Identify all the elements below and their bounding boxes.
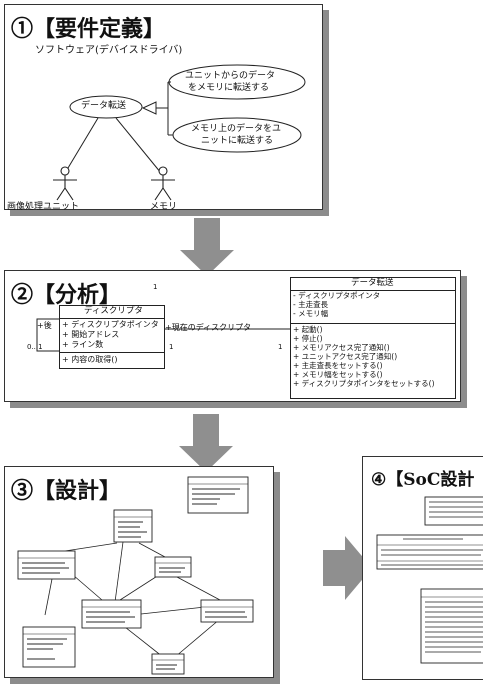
arrow-down-1 xyxy=(180,218,234,276)
class-descriptor-name: ディスクリプタ xyxy=(84,306,143,316)
generalization-arrow xyxy=(141,81,173,136)
design-box-bottom xyxy=(151,653,185,675)
requirements-panel: ①【要件定義】 ソフトウェア(デバイスドライバ) xyxy=(4,4,323,212)
usecase-a-line1: ユニットからのデータ xyxy=(185,71,276,81)
design-title: ③【設計】 xyxy=(11,478,122,504)
soc-box-top xyxy=(424,496,483,526)
mult-right: 1 xyxy=(278,343,283,351)
class-transfer-op-6: + ディスクリプタポインタをセットする() xyxy=(293,379,435,388)
design-box-right xyxy=(154,556,192,578)
soc-box-bottom xyxy=(420,588,483,664)
design-box-bottom-left xyxy=(22,626,76,668)
class-descriptor-attr-0: + ディスクリプタポインタ xyxy=(62,320,159,329)
self-role-label: +後 xyxy=(37,321,52,330)
arrow-down-2 xyxy=(179,414,233,472)
actor-image-unit-icon xyxy=(53,166,77,201)
design-class-diagram xyxy=(17,476,254,675)
class-transfer-attr-2: - メモリ幅 xyxy=(293,309,329,318)
class-descriptor-attr-2: + ライン数 xyxy=(62,340,104,349)
design-box-far-right xyxy=(200,599,254,623)
class-transfer-op-5: + メモリ幅をセットする() xyxy=(293,370,383,379)
usecase-b-line2: ニットに転送する xyxy=(201,136,274,146)
association-line-right xyxy=(115,117,162,174)
arrow-right-3 xyxy=(323,536,372,600)
usecase-a-line2: をメモリに転送する xyxy=(188,83,270,93)
soc-design-panel: ④【SoC設計 xyxy=(362,456,483,680)
class-transfer-attr-0: - ディスクリプタポインタ xyxy=(293,291,381,300)
requirements-title: ①【要件定義】 xyxy=(11,16,166,42)
class-transfer-op-3: + ユニットアクセス完了通知() xyxy=(293,352,398,361)
analysis-title: ②【分析】 xyxy=(11,282,122,308)
class-transfer-attr-1: - 主走査長 xyxy=(293,300,329,309)
usecase-b-line1: メモリ上のデータをユ xyxy=(191,124,282,134)
actor-right-label: メモリ xyxy=(150,202,178,212)
class-transfer-op-1: + 停止() xyxy=(293,334,323,343)
actor-left-label: 画像処理ユニット xyxy=(7,202,80,212)
class-data-transfer: データ転送 - ディスクリプタポインタ - 主走査長 - メモリ幅 + 起動()… xyxy=(290,277,456,399)
soc-design-diagram xyxy=(376,496,483,664)
class-transfer-name: データ転送 xyxy=(351,278,394,288)
usecase-main-label: データ転送 xyxy=(81,101,127,111)
design-box-center xyxy=(81,599,142,629)
class-descriptor-attr-1: + 開始アドレス xyxy=(62,330,120,339)
assoc-role-label: +現在のディスクリプタ xyxy=(165,323,252,332)
soc-design-title: ④【SoC設計 xyxy=(371,470,475,490)
mult-left: 1 xyxy=(169,343,174,351)
system-boundary-label: ソフトウェア(デバイスドライバ) xyxy=(35,45,183,56)
class-transfer-op-4: + 主走査長をセットする() xyxy=(293,361,383,370)
mult-top: 1 xyxy=(153,283,158,291)
actor-memory-icon xyxy=(151,166,175,201)
usecase-diagram xyxy=(53,64,306,201)
class-transfer-op-2: + メモリアクセス完了通知() xyxy=(293,343,390,352)
soc-box-mid xyxy=(376,534,483,570)
mult-self: 0...1 xyxy=(27,343,43,351)
class-transfer-op-0: + 起動() xyxy=(293,325,323,334)
analysis-panel: ②【分析】 1 +後 0...1 +現在のディスクリプタ 1 1 ディスクリプタ… xyxy=(4,270,461,402)
design-box-attributes xyxy=(187,476,249,514)
design-panel: ③【設計】 xyxy=(4,466,274,678)
class-descriptor: ディスクリプタ + ディスクリプタポインタ + 開始アドレス + ライン数 + … xyxy=(59,305,165,369)
design-box-left xyxy=(17,550,76,580)
class-descriptor-op-0: + 内容の取得() xyxy=(62,355,118,364)
association-line-left xyxy=(64,117,99,174)
usecase-data-transfer-oval xyxy=(69,95,143,119)
